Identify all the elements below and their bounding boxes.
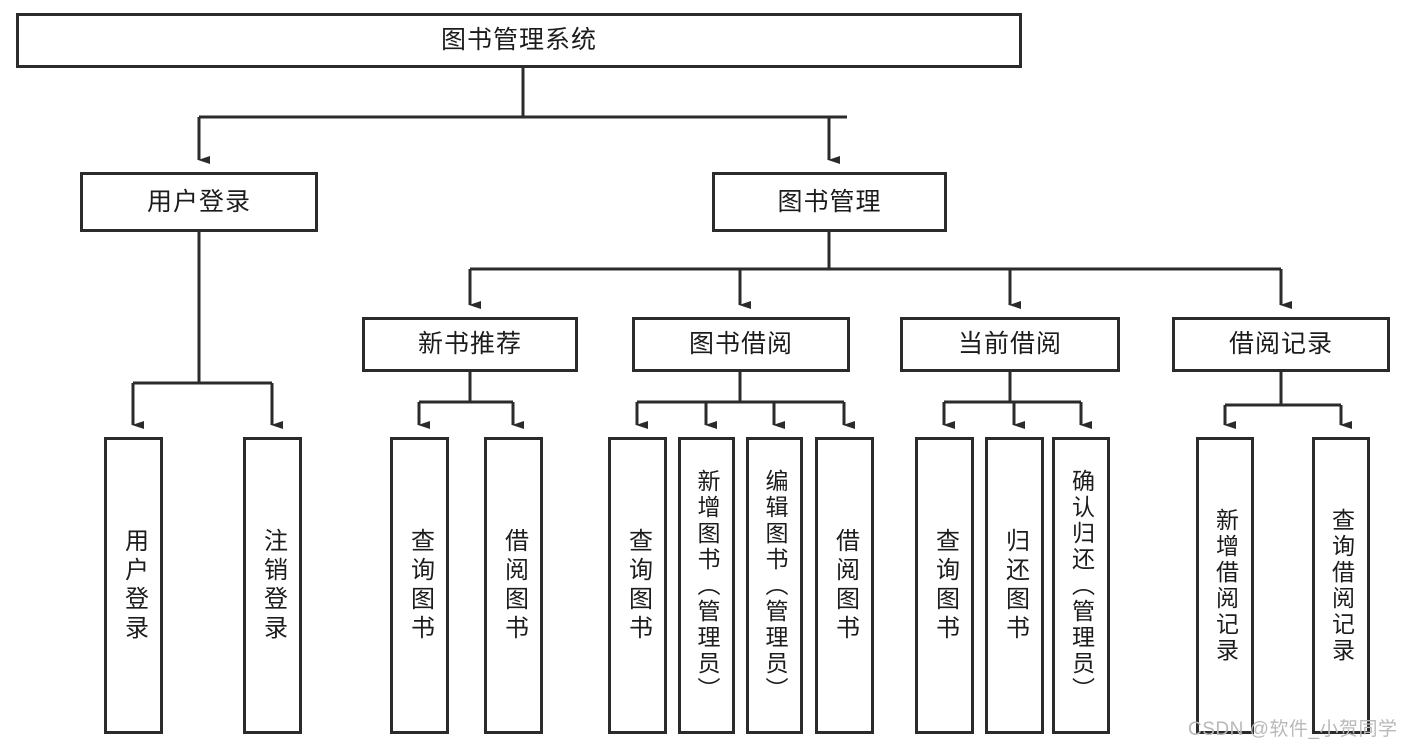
- leaf-label: 借阅图书: [500, 527, 528, 644]
- leaf-current-return-book[interactable]: 归还图书: [985, 437, 1044, 734]
- node-user-login[interactable]: 用户登录: [80, 172, 318, 232]
- leaf-label: 确认归还（管理员）: [1068, 468, 1095, 703]
- node-book-borrow-label: 图书借阅: [688, 330, 793, 359]
- leaf-label: 用户登录: [120, 527, 148, 644]
- node-current-borrow-label: 当前借阅: [957, 330, 1062, 359]
- leaf-current-confirm-return[interactable]: 确认归还（管理员）: [1052, 437, 1110, 734]
- leaf-label: 新增图书（管理员）: [694, 468, 720, 703]
- node-user-login-label: 用户登录: [146, 187, 251, 216]
- leaf-label: 编辑图书（管理员）: [762, 468, 788, 703]
- node-borrow-record[interactable]: 借阅记录: [1172, 317, 1390, 372]
- leaf-label: 注销登录: [259, 527, 287, 644]
- leaf-borrow-borrow-book[interactable]: 借阅图书: [815, 437, 874, 734]
- leaf-user-login-login[interactable]: 用户登录: [104, 437, 163, 734]
- node-root[interactable]: 图书管理系统: [16, 13, 1022, 68]
- leaf-label: 新增借阅记录: [1212, 507, 1239, 664]
- leaf-label: 查询图书: [931, 527, 959, 644]
- leaf-user-login-logout[interactable]: 注销登录: [243, 437, 302, 734]
- leaf-label: 归还图书: [1001, 527, 1029, 644]
- node-current-borrow[interactable]: 当前借阅: [900, 317, 1120, 372]
- node-borrow-record-label: 借阅记录: [1228, 330, 1333, 359]
- leaf-label: 借阅图书: [831, 527, 859, 644]
- leaf-label: 查询图书: [406, 527, 434, 644]
- leaf-current-query-book[interactable]: 查询图书: [915, 437, 974, 734]
- leaf-record-add[interactable]: 新增借阅记录: [1196, 437, 1254, 734]
- node-book-borrow[interactable]: 图书借阅: [632, 317, 850, 372]
- leaf-label: 查询图书: [624, 527, 652, 644]
- leaf-borrow-add-book[interactable]: 新增图书（管理员）: [678, 437, 735, 734]
- node-new-book-recommend-label: 新书推荐: [417, 330, 522, 359]
- leaf-new-book-query[interactable]: 查询图书: [390, 437, 449, 734]
- leaf-label: 查询借阅记录: [1328, 507, 1355, 664]
- leaf-record-query[interactable]: 查询借阅记录: [1312, 437, 1370, 734]
- node-new-book-recommend[interactable]: 新书推荐: [362, 317, 578, 372]
- leaf-new-book-borrow[interactable]: 借阅图书: [484, 437, 543, 734]
- node-root-label: 图书管理系统: [440, 26, 597, 55]
- watermark: CSDN @软件_小贺同学: [1188, 719, 1398, 740]
- node-book-management[interactable]: 图书管理: [712, 172, 947, 232]
- leaf-borrow-query-book[interactable]: 查询图书: [608, 437, 667, 734]
- leaf-borrow-edit-book[interactable]: 编辑图书（管理员）: [746, 437, 803, 734]
- node-book-management-label: 图书管理: [777, 187, 882, 216]
